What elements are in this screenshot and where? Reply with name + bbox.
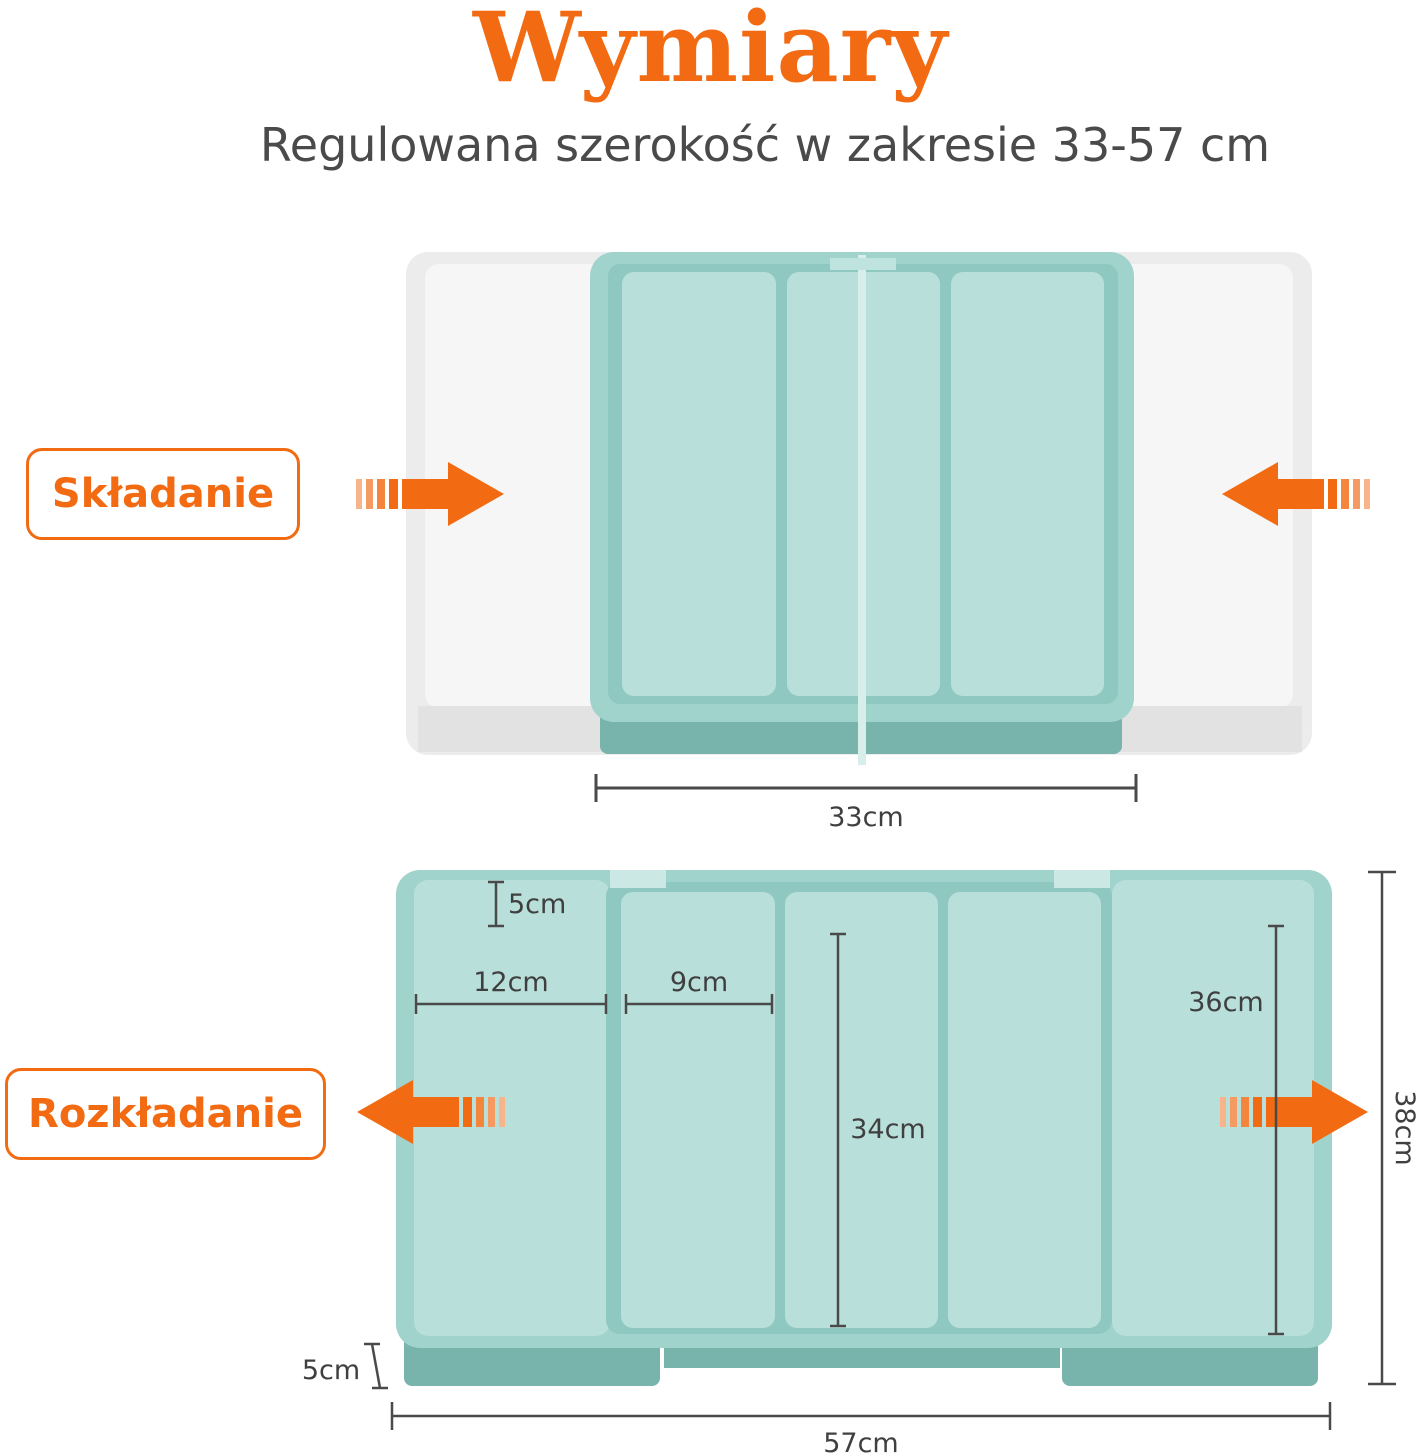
unfolding-label: Rozkładanie — [5, 1068, 326, 1160]
outer-length-label: 36cm — [1188, 987, 1264, 1018]
total-depth-label: 38cm — [1389, 1090, 1420, 1166]
folded-tray — [406, 252, 1312, 765]
page-title: Wymiary — [472, 0, 949, 104]
folded-width-label: 33cm — [828, 802, 904, 833]
outer-compartment-width-label: 12cm — [473, 967, 549, 998]
page-subtitle: Regulowana szerokość w zakresie 33-57 cm — [259, 118, 1271, 172]
rim-depth-label: 5cm — [508, 889, 566, 920]
unfolded-dimension-lines — [364, 870, 1396, 1430]
total-width-label: 57cm — [823, 1428, 899, 1456]
folding-label: Składanie — [26, 448, 300, 540]
inner-length-label: 34cm — [850, 1114, 926, 1145]
inner-compartment-width-label: 9cm — [670, 967, 728, 998]
unfolded-tray — [396, 870, 1332, 1386]
height-label: 5cm — [302, 1355, 360, 1386]
folded-width-dimension — [594, 774, 1138, 802]
